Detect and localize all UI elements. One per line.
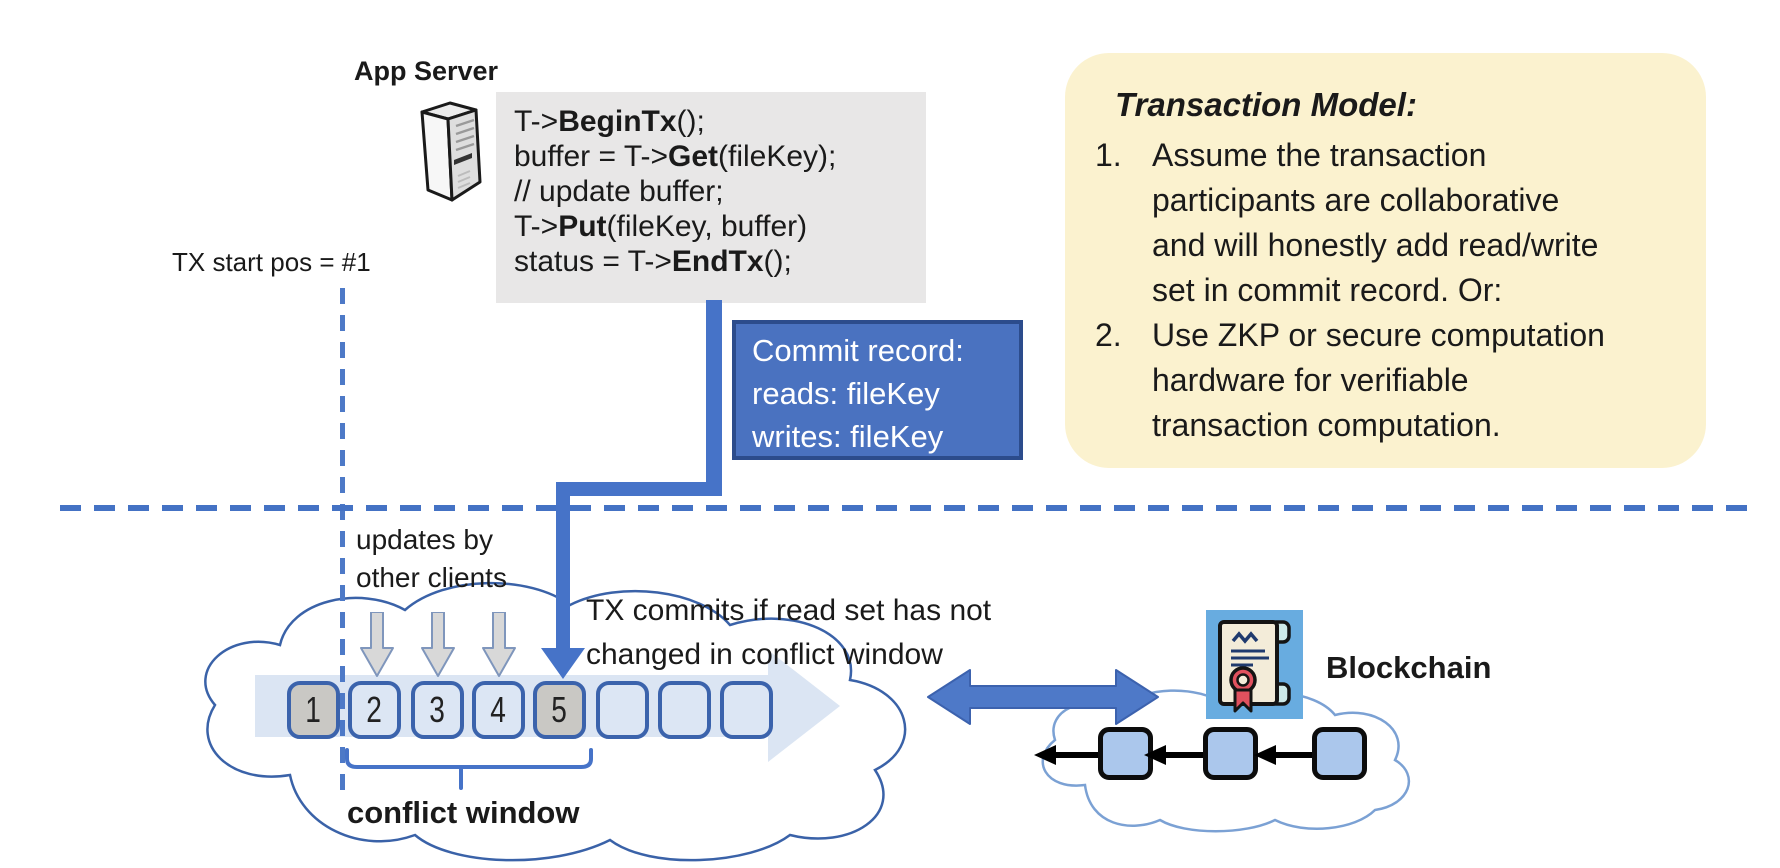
commit-arrow-upper-leg xyxy=(706,300,722,496)
code-line: status = T->EndTx(); xyxy=(514,245,792,278)
blockchain-label: Blockchain xyxy=(1326,650,1492,685)
timeline-box-7 xyxy=(658,681,711,739)
commit-arrow-head xyxy=(541,648,585,679)
tx-commits-label: TX commits if read set has not changed i… xyxy=(586,594,992,671)
client-update-arrows xyxy=(360,612,516,677)
timeline-box-3: 3 xyxy=(411,681,464,739)
timeline-box-8 xyxy=(720,681,773,739)
divider-dashed-line xyxy=(60,505,1748,511)
code-line: // update buffer; xyxy=(514,175,724,208)
chain-block xyxy=(1203,727,1258,780)
model-item-2: 2. Use ZKP or secure computation hardwar… xyxy=(1095,317,1605,443)
app-server-label: App Server xyxy=(354,56,499,86)
chain-link-arrows xyxy=(1034,745,1312,765)
transaction-model-title: Transaction Model: xyxy=(1115,86,1417,123)
commit-record-writes: writes: fileKey xyxy=(752,419,944,454)
transaction-model-panel: Transaction Model: 1. Assume the transac… xyxy=(1065,53,1706,468)
timeline-box-1: 1 xyxy=(287,681,340,739)
tx-start-dashed-line xyxy=(340,288,345,797)
updates-by-clients-label: updates by other clients xyxy=(356,524,507,593)
conflict-window-bracket xyxy=(345,748,593,790)
commit-arrow-lower-leg xyxy=(556,482,570,650)
transaction-code-block: T->BeginTx(); buffer = T->Get(fileKey); … xyxy=(496,92,926,303)
timeline-box-2: 2 xyxy=(348,681,401,739)
server-icon xyxy=(420,101,482,202)
certificate-icon xyxy=(1206,610,1303,719)
timeline-box-5: 5 xyxy=(533,681,586,739)
model-item-1: 1. Assume the transaction participants a… xyxy=(1095,137,1599,308)
code-line: T->BeginTx(); xyxy=(514,105,705,138)
conflict-window-label: conflict window xyxy=(347,795,580,830)
timeline-box-6 xyxy=(596,681,649,739)
chain-block xyxy=(1312,727,1367,780)
commit-record-box: Commit record: reads: fileKey writes: fi… xyxy=(732,320,1023,460)
sync-double-arrow xyxy=(927,669,1159,725)
code-line: buffer = T->Get(fileKey); xyxy=(514,140,837,173)
timeline-arrow-head xyxy=(768,650,840,762)
commit-record-reads: reads: fileKey xyxy=(752,376,940,411)
tx-start-pos-label: TX start pos = #1 xyxy=(172,247,371,277)
commit-record-title: Commit record: xyxy=(752,333,964,368)
code-line: T->Put(fileKey, buffer) xyxy=(514,210,808,243)
transaction-model-list: 1. Assume the transaction participants a… xyxy=(1095,133,1675,448)
commit-arrow-horizontal xyxy=(556,482,722,496)
timeline-box-4: 4 xyxy=(472,681,525,739)
